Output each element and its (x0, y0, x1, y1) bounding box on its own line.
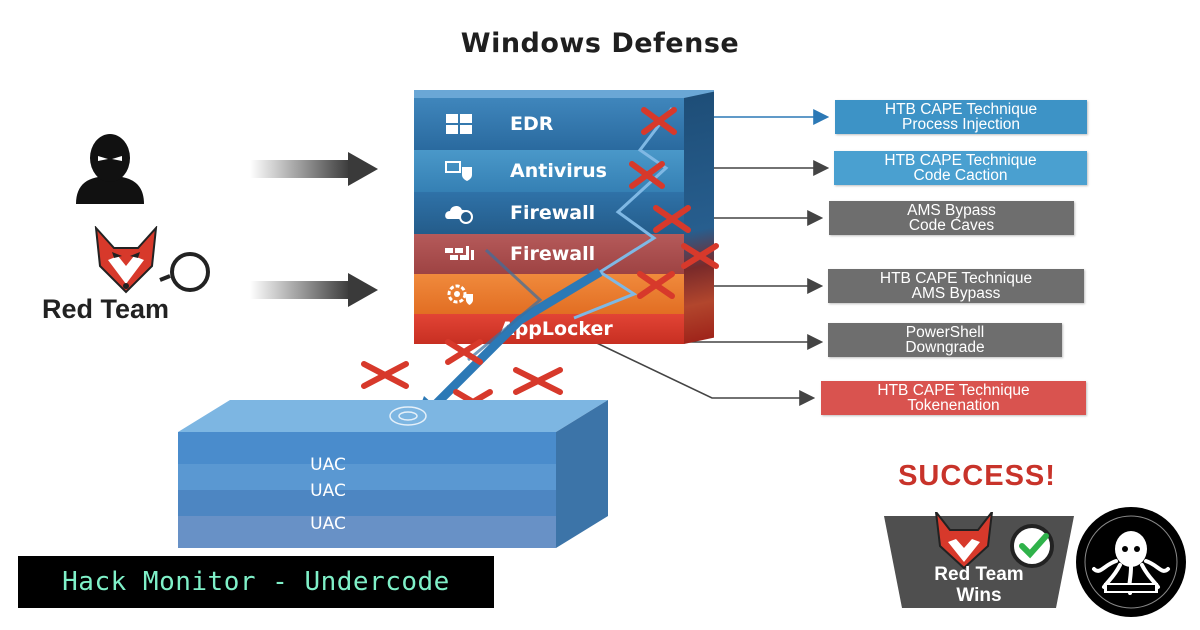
x-mark-icon (637, 271, 675, 299)
uac-stack: UAC UAC UAC (178, 398, 608, 548)
success-heading: SUCCESS! (898, 460, 1056, 492)
x-mark-icon (445, 339, 483, 365)
layer-applocker: AppLocker (414, 314, 684, 344)
uac-layer-3: UAC (310, 514, 346, 534)
win-line-2: Wins (956, 585, 1002, 606)
blocked-x-marks (361, 107, 719, 415)
x-mark-icon (653, 205, 691, 233)
crack-line (573, 107, 674, 320)
uac-layer-2: UAC (310, 481, 346, 501)
cloud-shield-icon (445, 205, 473, 224)
x-mark-icon (361, 361, 409, 389)
layer-label: Firewall (510, 202, 596, 224)
layer-label: Firewall (510, 243, 596, 265)
x-mark-icon (513, 367, 563, 395)
layer-label: Antivirus (510, 160, 607, 182)
brand-banner: Hack Monitor - Undercode (18, 556, 494, 608)
attack-arrow-lower (250, 273, 378, 307)
red-team-wins-badge: Red Team Wins (884, 512, 1074, 608)
gear-shield-icon (447, 284, 473, 305)
red-team-fox-logo (94, 226, 210, 294)
x-mark-icon (681, 243, 719, 269)
check-circle-icon (1010, 524, 1054, 568)
bricks-icon (445, 246, 474, 260)
attack-arrow-blue (426, 268, 603, 414)
win-line-1: Red Team (934, 564, 1024, 585)
layer-label: AppLocker (500, 318, 613, 340)
red-team-label: Red Team (42, 294, 170, 324)
attack-arrow-upper (250, 152, 378, 186)
diagram-title: Windows Defense (460, 28, 740, 59)
x-mark-icon (629, 161, 665, 189)
layer-edr: EDR (414, 98, 684, 150)
layer-firewall-2: Firewall (414, 234, 684, 274)
windows-logo-icon (446, 114, 472, 134)
x-mark-icon (641, 107, 677, 135)
hooded-attacker-icon (76, 134, 144, 204)
uac-layer-1: UAC (310, 455, 346, 475)
antivirus-icon (445, 161, 472, 181)
layer-label: EDR (510, 113, 554, 135)
fox-head-icon (934, 512, 994, 570)
windows-defense-stack: EDR Antivirus Firewall Firewall AppLocke… (414, 90, 714, 344)
octopus-emblem-logo (1076, 507, 1186, 617)
